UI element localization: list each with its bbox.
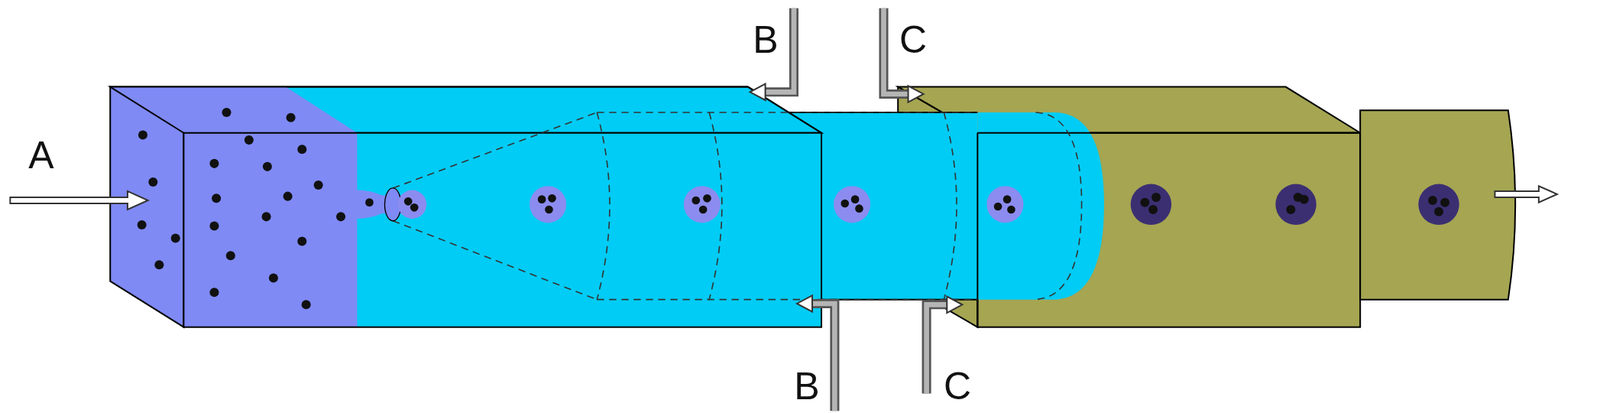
droplets (398, 184, 1460, 225)
feed-pipes (763, 8, 949, 412)
left-box-front (183, 132, 822, 328)
particles (137, 107, 1450, 309)
port-label: B (752, 20, 778, 59)
coflow-front (977, 112, 1105, 300)
inlet-arrow (9, 191, 148, 210)
capillary-outline (392, 112, 1082, 300)
port-label: C (899, 20, 927, 59)
port-label: C (943, 366, 972, 405)
outlet-arrow (1494, 185, 1557, 202)
left-box-side (110, 87, 184, 328)
pipe-arrowheads (750, 84, 963, 313)
exit-tube (1360, 110, 1516, 299)
dispersed-phase (183, 132, 406, 328)
port-label: B (793, 366, 820, 405)
port-label: A (28, 136, 54, 175)
left-box-top (110, 87, 822, 133)
